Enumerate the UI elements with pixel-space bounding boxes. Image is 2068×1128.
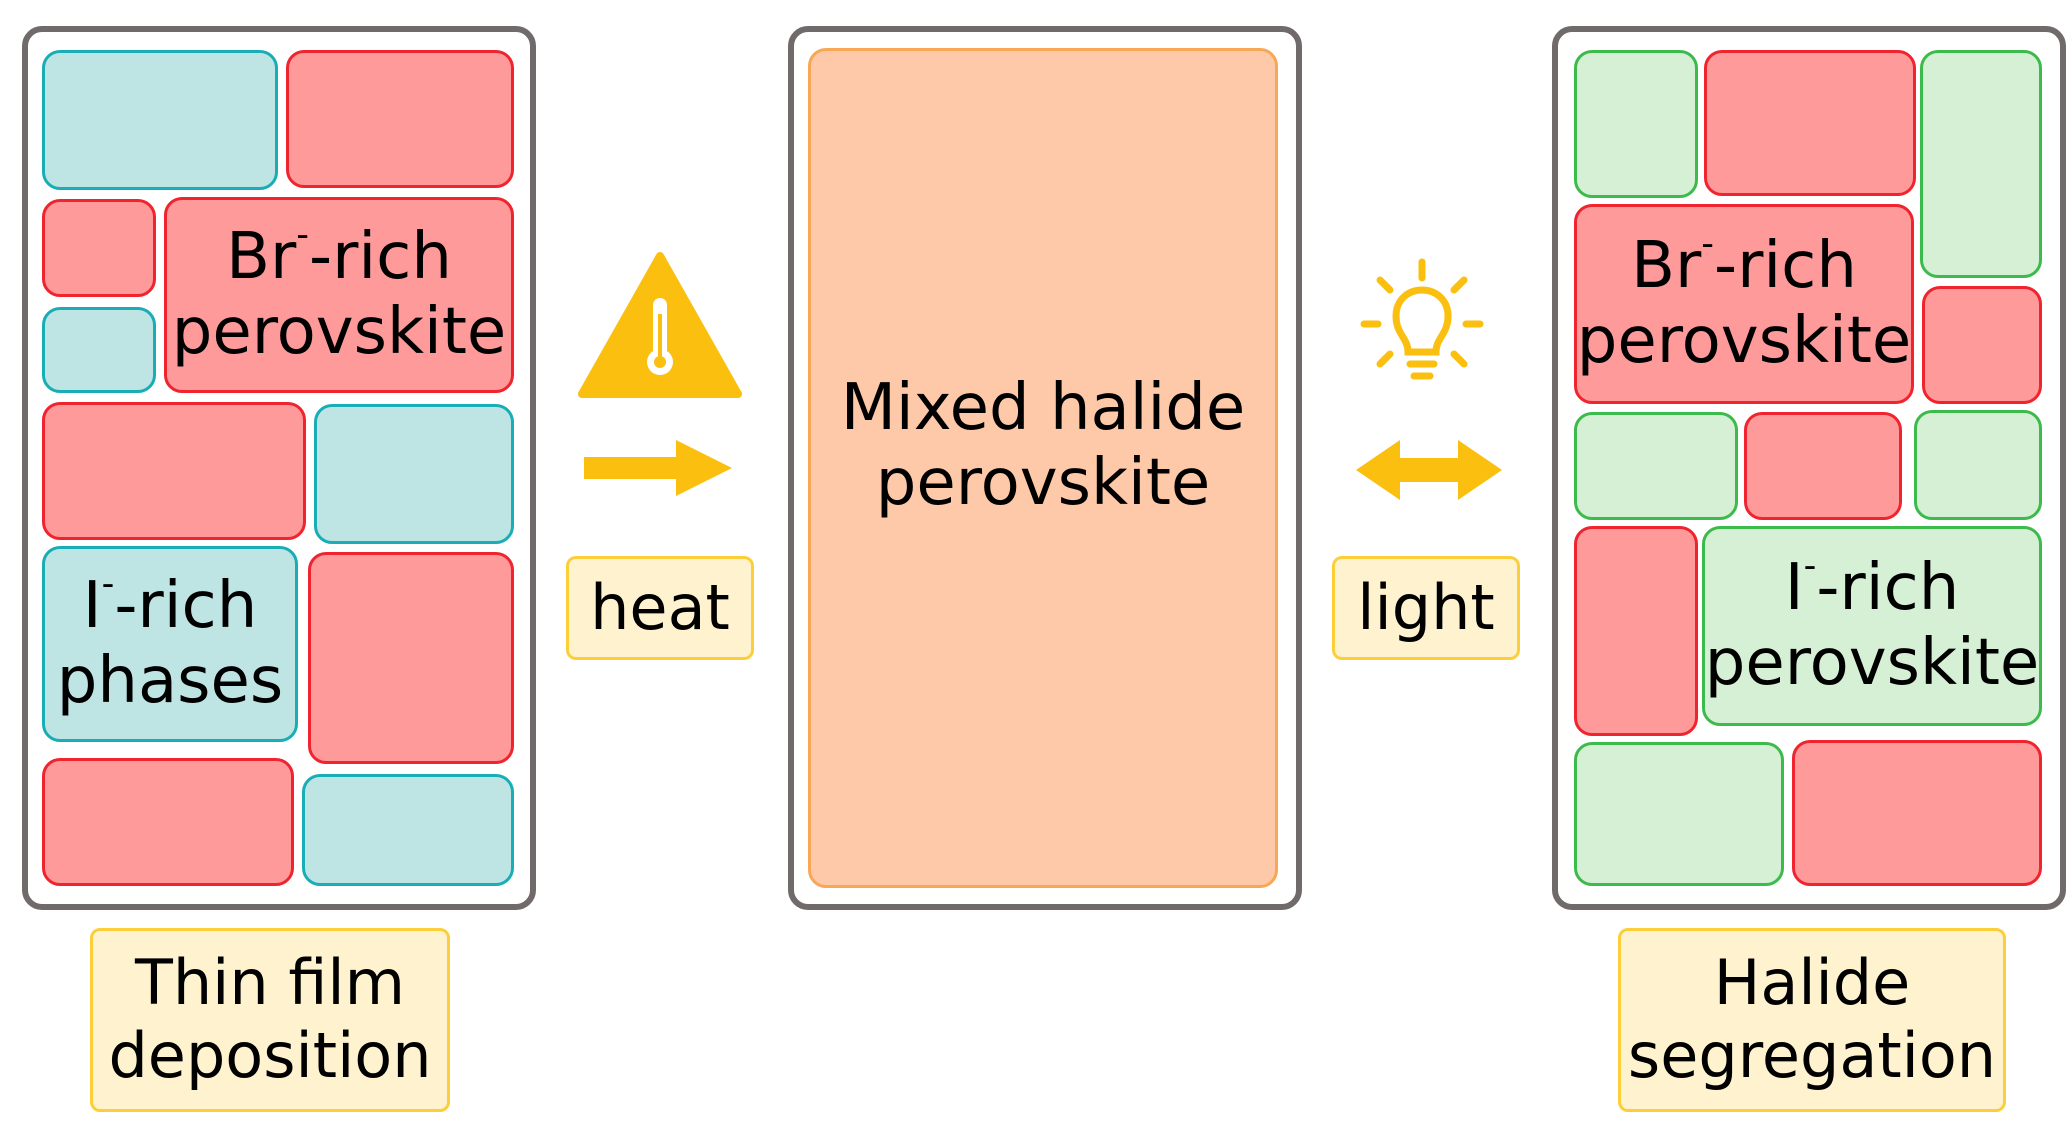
br-rich-label: Br--rich <box>1631 223 1857 304</box>
br-rich-domain <box>308 552 514 764</box>
br-rich-domain <box>1704 50 1916 196</box>
i-rich-label: I--rich <box>1784 545 1960 626</box>
br-rich-label: Br--rich <box>226 214 452 295</box>
i-rich-domain-labeled: I--rich perovskite <box>1702 526 2042 726</box>
right-arrow-icon <box>584 440 732 496</box>
heat-label: heat <box>566 556 754 660</box>
br-rich-label-line2: perovskite <box>1576 304 1912 378</box>
mixed-halide-label: Mixed halide <box>840 371 1246 446</box>
mixed-halide-label-line2: perovskite <box>875 446 1211 520</box>
i-rich-domain <box>314 404 514 544</box>
br-rich-label-line2: perovskite <box>171 295 507 369</box>
i-rich-domain <box>1574 412 1738 520</box>
i-rich-label-line2: perovskite <box>1704 626 2040 700</box>
i-rich-domain <box>1920 50 2042 278</box>
light-bulb-icon <box>1360 258 1484 380</box>
br-rich-domain <box>1574 526 1698 736</box>
i-rich-domain <box>1914 410 2042 520</box>
br-rich-domain-labeled: Br--rich perovskite <box>164 197 514 393</box>
br-rich-domain <box>42 758 294 886</box>
br-rich-domain <box>1792 740 2042 886</box>
double-arrow-icon <box>1356 440 1502 500</box>
mixed-halide-domain: Mixed halide perovskite <box>808 48 1278 888</box>
i-rich-domain-labeled: I--rich phases <box>42 546 298 742</box>
i-rich-label: I--rich <box>82 563 258 644</box>
i-rich-label-line2: phases <box>56 644 284 718</box>
br-rich-domain <box>1922 286 2042 404</box>
br-rich-domain <box>286 50 514 188</box>
br-rich-domain-labeled: Br--rich perovskite <box>1574 204 1914 404</box>
br-rich-domain <box>42 199 156 297</box>
i-rich-domain <box>42 50 278 190</box>
br-rich-domain <box>1744 412 1902 520</box>
i-rich-domain <box>42 307 156 393</box>
caption-thin-film-deposition: Thin film deposition <box>90 928 450 1112</box>
i-rich-domain <box>1574 50 1698 198</box>
br-rich-domain <box>42 402 306 540</box>
caption-halide-segregation: Halide segregation <box>1618 928 2006 1112</box>
light-label: light <box>1332 556 1520 660</box>
i-rich-domain <box>1574 742 1784 886</box>
i-rich-domain <box>302 774 514 886</box>
thermometer-warning-icon <box>578 252 742 398</box>
